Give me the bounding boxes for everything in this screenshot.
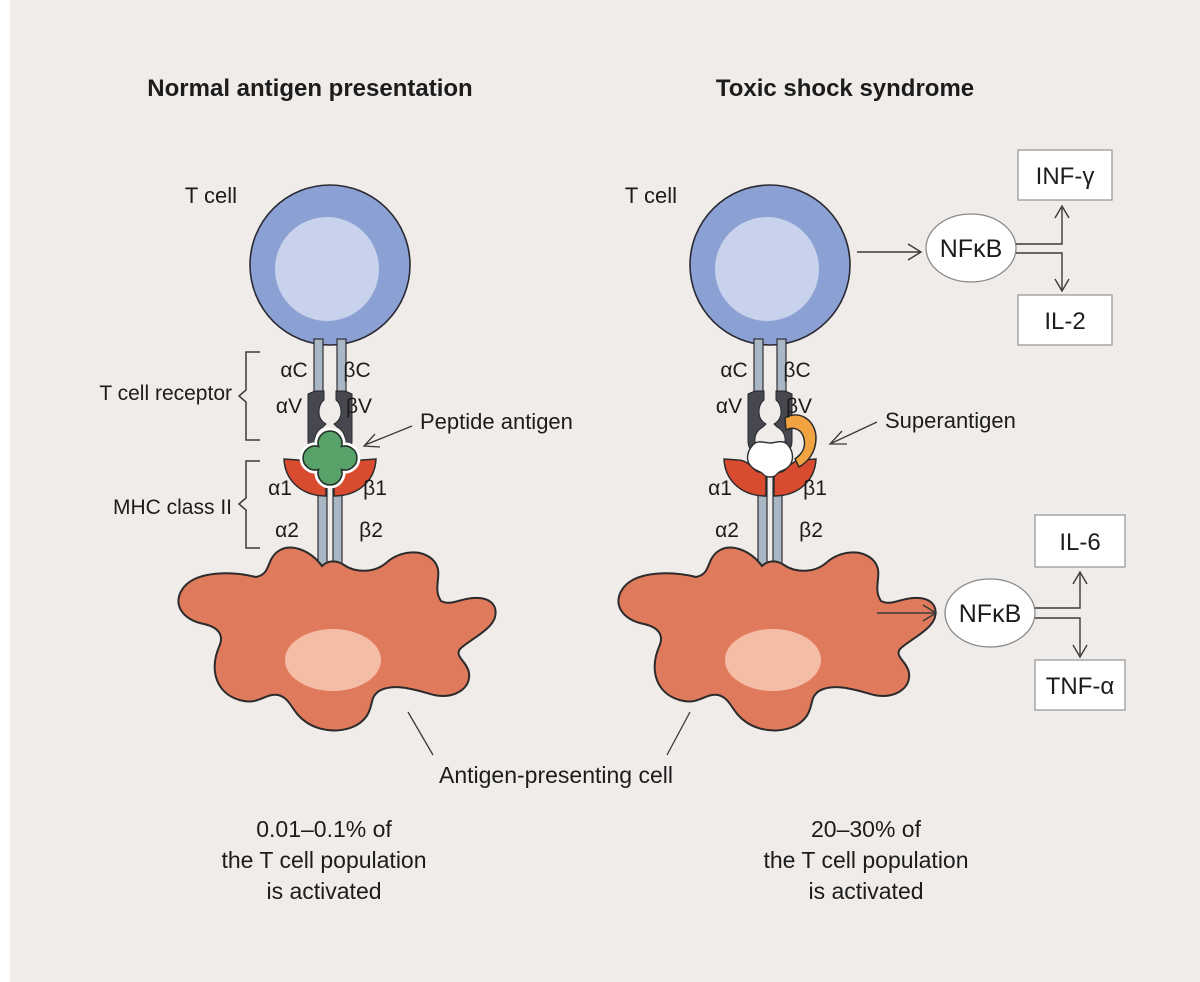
panel-toxic-shock: Toxic shock syndrome T cell αC βC αV βV …: [617, 75, 1126, 904]
empty-peptide-groove: [746, 441, 794, 478]
label-betaC: βC: [783, 359, 810, 382]
peptide-antigen-label: Peptide antigen: [420, 409, 573, 434]
label-beta2: β2: [359, 519, 383, 542]
mhc-bracket: [237, 460, 260, 549]
nfkb-to-tnfa-line: [1035, 617, 1081, 655]
label-beta2: β2: [799, 519, 823, 542]
label-betaV: βV: [346, 395, 372, 418]
cytokine-box-il6: [1034, 514, 1126, 568]
stats-line1: 0.01–0.1% of: [256, 816, 392, 842]
superantigen: [784, 414, 817, 469]
label-alphaC: αC: [280, 359, 307, 382]
label-beta1: β1: [803, 477, 827, 500]
label-alphaV: αV: [276, 395, 302, 418]
right-chain-labels: αC βC αV βV α1 β1 α2 β2: [708, 359, 827, 542]
label-alphaV: αV: [716, 395, 742, 418]
peptide-antigen: [302, 430, 358, 486]
apc-callout: Antigen-presenting cell: [407, 711, 691, 788]
nfkb-top-label: NFκB: [940, 235, 1003, 263]
label-alpha2: α2: [715, 519, 739, 542]
label-betaV: βV: [786, 395, 812, 418]
panel-title: Toxic shock syndrome: [716, 75, 974, 102]
nfkb-bottom-label: NFκB: [959, 600, 1022, 628]
stats-line3: is activated: [266, 878, 381, 904]
cytokine-box-il2: [1017, 294, 1113, 346]
mhc-bracket-label: MHC class II: [113, 496, 232, 519]
superantigen-label: Superantigen: [885, 408, 1016, 433]
apc-leader-left: [407, 711, 434, 756]
peptide-antigen-arrowhead-icon: [362, 433, 381, 448]
label-alpha1: α1: [708, 477, 732, 500]
t-cell-label: T cell: [625, 183, 677, 208]
panel-title: Normal antigen presentation: [147, 75, 472, 102]
cytokine-box-tnfa: [1034, 659, 1126, 711]
up-arrowhead-icon: [1072, 570, 1088, 585]
tcr-bracket-label: T cell receptor: [99, 382, 232, 405]
stats-line2: the T cell population: [763, 847, 968, 873]
nfkb-node-bottom: [944, 578, 1036, 648]
down-arrowhead-icon: [1054, 278, 1070, 293]
stats-line3: is activated: [808, 878, 923, 904]
tcell-arrowhead-icon: [907, 243, 923, 261]
label-betaC: βC: [343, 359, 370, 382]
nfkb-to-il2-line: [1016, 252, 1063, 289]
stats-line1: 20–30% of: [811, 816, 922, 842]
nfkb-to-infg-line: [1016, 208, 1063, 245]
cytokine-il6-label: IL-6: [1059, 529, 1100, 556]
label-alpha2: α2: [275, 519, 299, 542]
label-alphaC: αC: [720, 359, 747, 382]
peptide-antigen-arrow: [364, 425, 413, 446]
cytokine-infg-label: INF-γ: [1036, 163, 1095, 190]
apc-label: Antigen-presenting cell: [439, 762, 673, 788]
nfkb-to-il6-line: [1035, 574, 1081, 609]
label-beta1: β1: [363, 477, 387, 500]
cytokine-tnfa-label: TNF-α: [1046, 673, 1115, 700]
superantigen-arrowhead-icon: [828, 430, 847, 445]
up-arrowhead-icon: [1054, 204, 1070, 219]
t-cell-label: T cell: [185, 183, 237, 208]
down-arrowhead-icon: [1072, 644, 1088, 659]
stats-line2: the T cell population: [221, 847, 426, 873]
label-alpha1: α1: [268, 477, 292, 500]
cytokine-il2-label: IL-2: [1044, 308, 1085, 335]
cytokine-box-infg: [1017, 149, 1113, 201]
apc-leader-right: [666, 711, 691, 756]
superantigen-arrow: [831, 421, 878, 444]
nfkb-node-top: [925, 213, 1017, 283]
apc-arrowhead-icon: [922, 604, 938, 622]
left-frame-strip: [0, 0, 10, 982]
panel-normal-antigen: Normal antigen presentation T cell αC βC…: [99, 75, 573, 904]
tcr-bracket: [237, 351, 260, 441]
